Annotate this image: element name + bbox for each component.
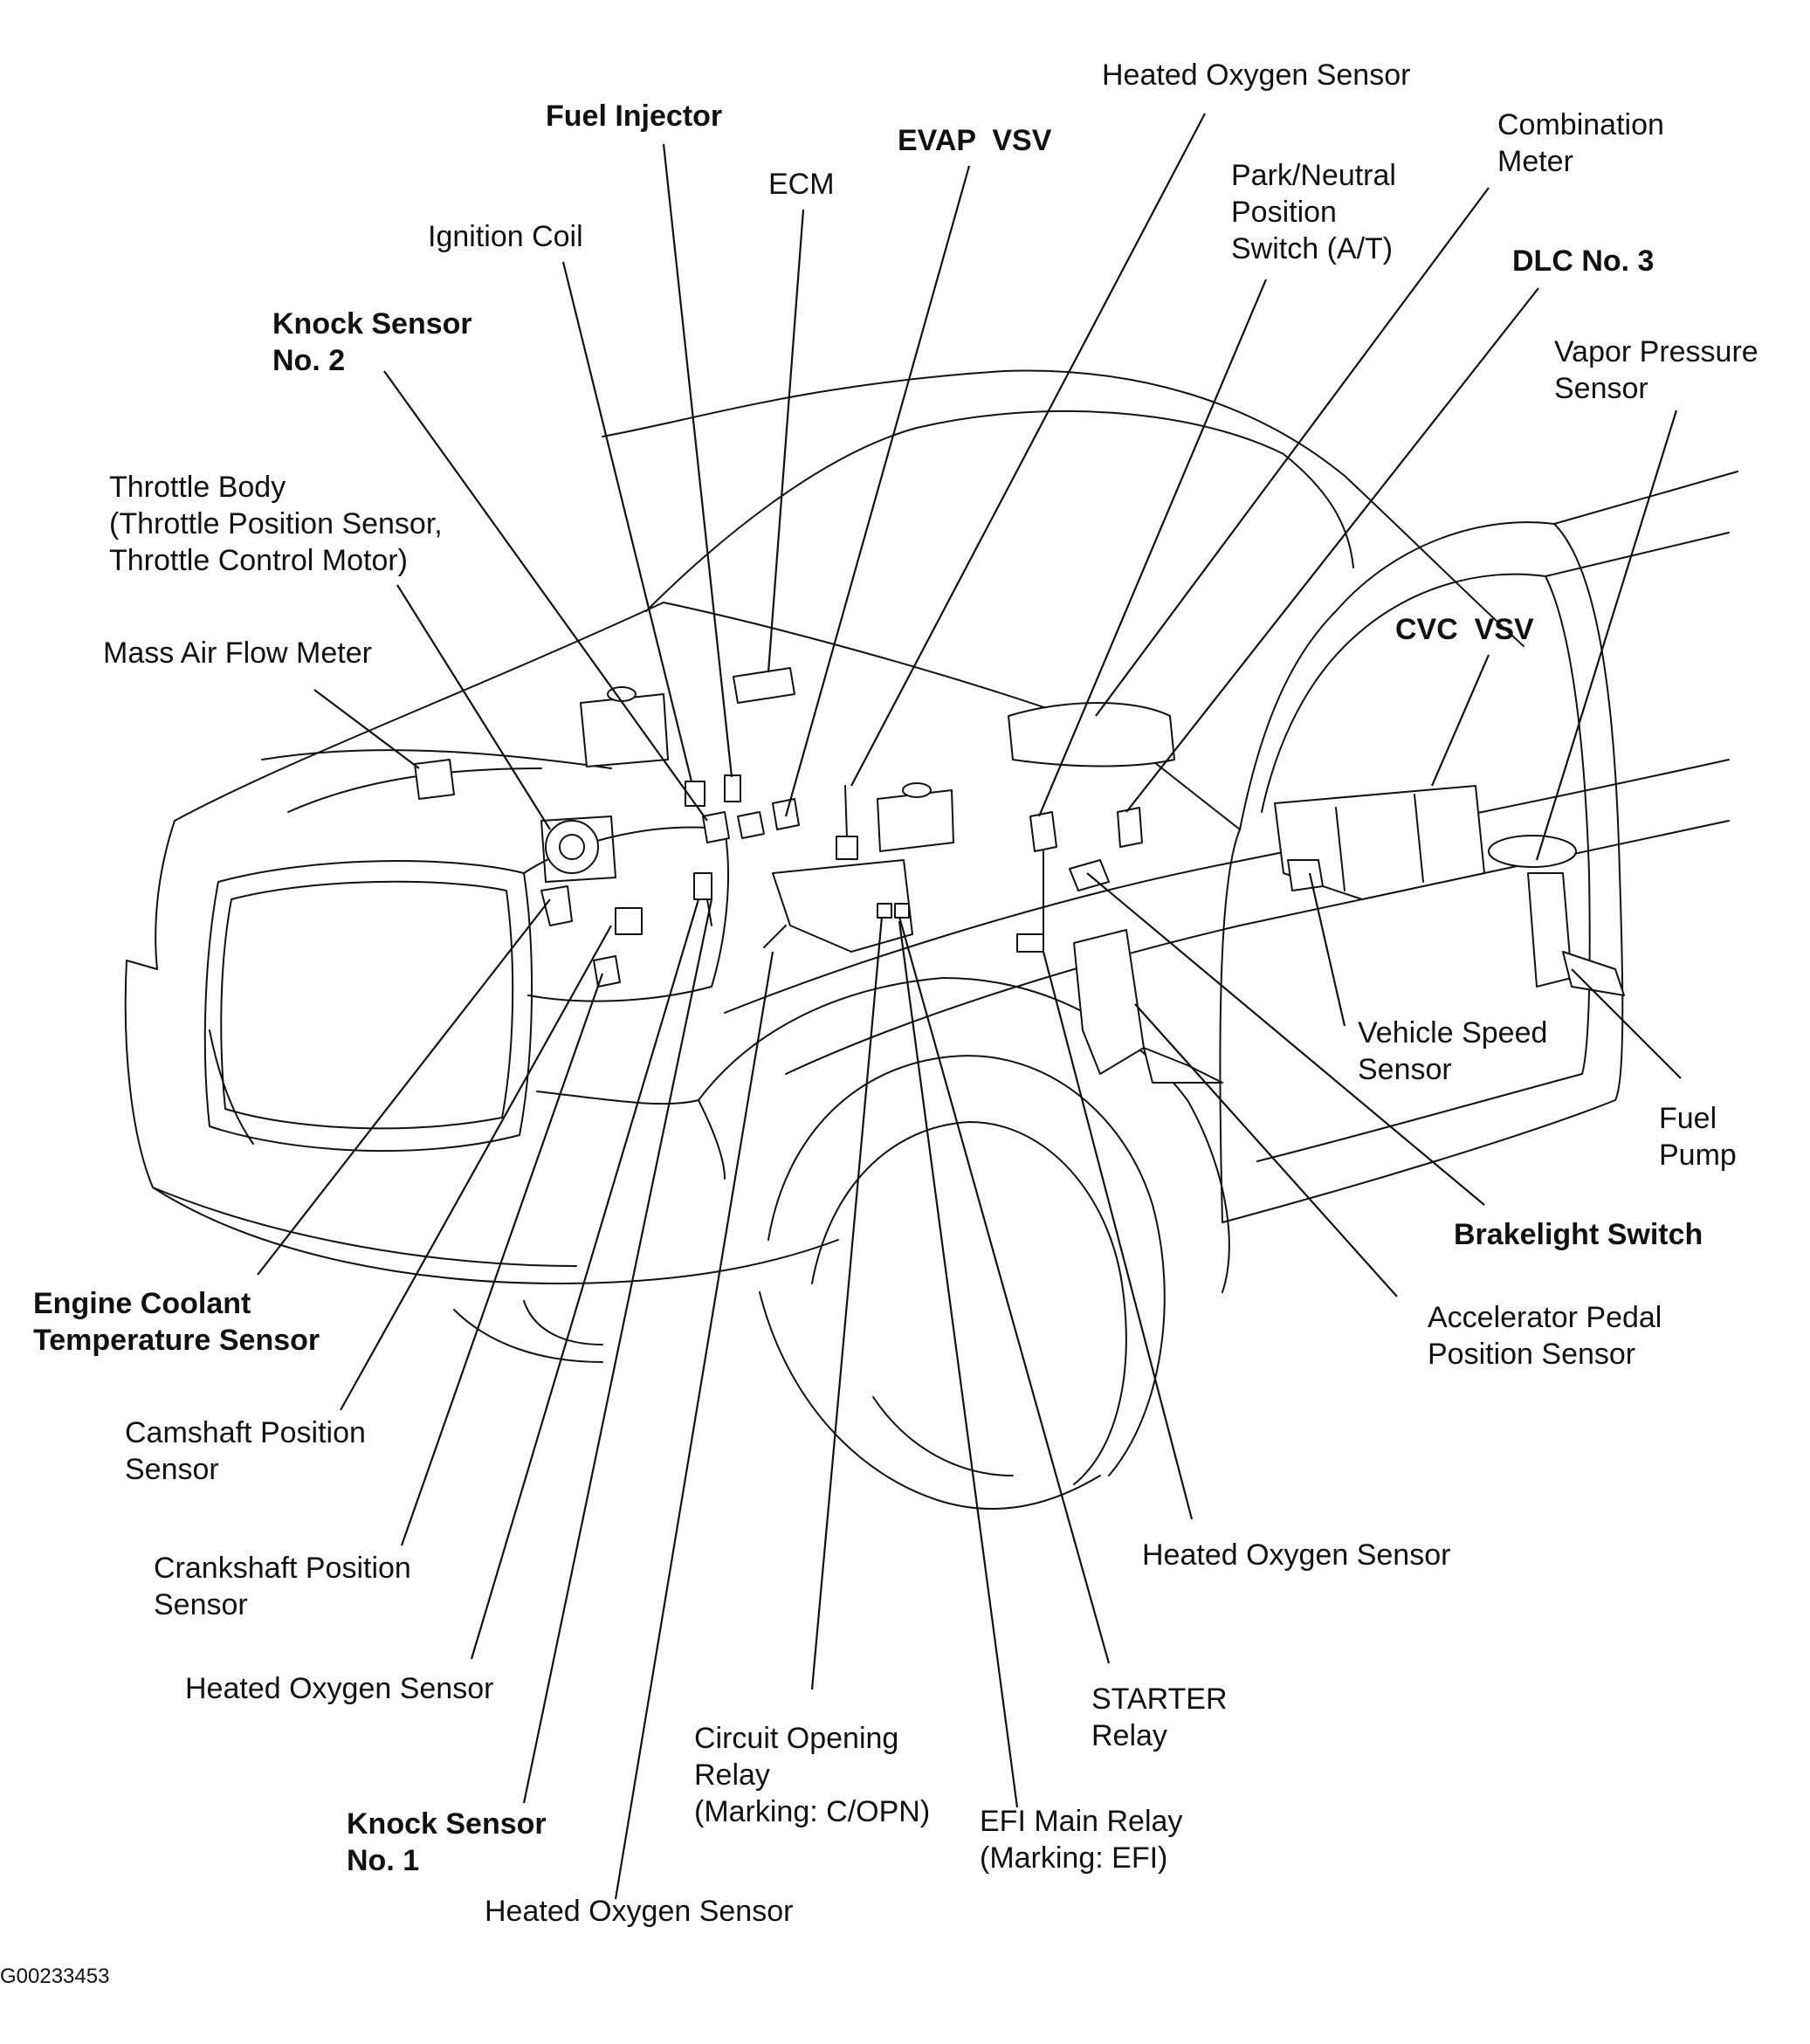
label-mass-air-flow-meter: Mass Air Flow Meter <box>103 637 372 670</box>
label-heated-oxygen-sensor-top: Heated Oxygen Sensor <box>1102 58 1411 92</box>
label-fuel-pump: Fuel Pump <box>1659 1102 1737 1172</box>
label-knock-sensor-no-1: Knock Sensor No. 1 <box>347 1807 547 1877</box>
label-heated-oxygen-sensor-right: Heated Oxygen Sensor <box>1142 1538 1451 1572</box>
label-vapor-pressure-sensor: Vapor Pressure Sensor <box>1554 335 1758 405</box>
label-accelerator-pedal-position-sensor: Accelerator Pedal Position Sensor <box>1428 1301 1662 1371</box>
label-fuel-injector: Fuel Injector <box>546 100 723 133</box>
label-knock-sensor-no-2: Knock Sensor No. 2 <box>272 307 472 377</box>
label-vehicle-speed-sensor: Vehicle Speed Sensor <box>1358 1016 1548 1086</box>
label-heated-oxygen-sensor-bottom: Heated Oxygen Sensor <box>485 1895 794 1928</box>
label-combination-meter: Combination Meter <box>1497 108 1664 178</box>
label-circuit-opening-relay: Circuit Opening Relay (Marking: C/OPN) <box>694 1722 931 1828</box>
label-starter-relay: STARTER Relay <box>1091 1683 1228 1752</box>
label-camshaft-position-sensor: Camshaft Position Sensor <box>125 1416 366 1486</box>
label-cvc-vsv: CVC VSV <box>1395 613 1534 646</box>
label-efi-main-relay: EFI Main Relay (Marking: EFI) <box>980 1805 1183 1875</box>
leader-lines <box>257 113 1682 1900</box>
engine-components <box>414 667 1625 1084</box>
label-engine-coolant-temperature-sensor: Engine Coolant Temperature Sensor <box>33 1287 320 1357</box>
label-throttle-body: Throttle Body (Throttle Position Sensor,… <box>109 471 443 577</box>
label-dlc-no-3: DLC No. 3 <box>1512 244 1655 278</box>
label-ignition-coil: Ignition Coil <box>428 220 583 253</box>
label-evap-vsv: EVAP VSV <box>898 124 1052 157</box>
figure-code: G00233453 <box>0 1965 110 1988</box>
label-heated-oxygen-sensor-left: Heated Oxygen Sensor <box>185 1672 494 1705</box>
label-brakelight-switch: Brakelight Switch <box>1454 1218 1703 1251</box>
label-crankshaft-position-sensor: Crankshaft Position Sensor <box>154 1552 411 1621</box>
label-ecm: ECM <box>768 168 835 201</box>
label-park-neutral-position-switch: Park/Neutral Position Switch (A/T) <box>1231 159 1396 265</box>
